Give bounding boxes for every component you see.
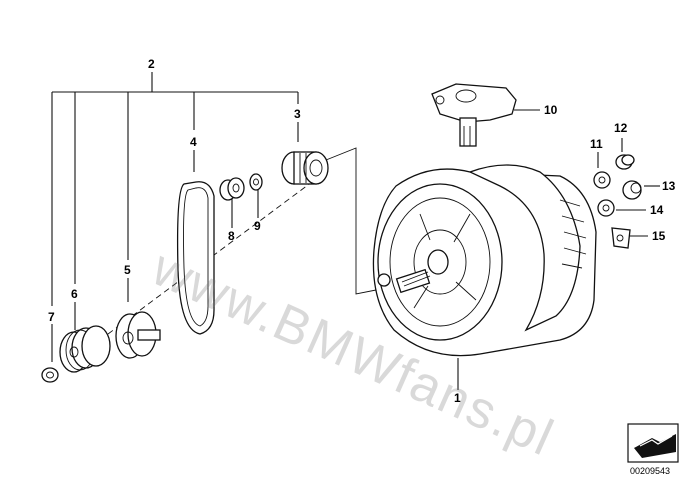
clip-15 <box>611 227 631 249</box>
cap-11 <box>593 171 611 189</box>
washer-9 <box>249 173 263 191</box>
cap-13 <box>622 180 642 200</box>
callout-13: 13 <box>662 179 676 193</box>
spacer-8 <box>219 177 245 201</box>
callout-15: 15 <box>652 229 666 243</box>
callout-2: 2 <box>148 57 155 71</box>
assembly-axis <box>99 175 321 341</box>
pulley-6 <box>59 325 111 373</box>
callout-6: 6 <box>71 287 78 301</box>
callout-7: 7 <box>48 310 55 324</box>
nut-14 <box>597 199 615 217</box>
alternator-1 <box>372 164 597 357</box>
callout-2-leader-group <box>51 72 299 306</box>
diagram-direction-icon <box>627 423 679 463</box>
cap-12 <box>615 154 635 170</box>
hub-5 <box>115 311 161 359</box>
callout-8: 8 <box>228 229 235 243</box>
sleeve-3 <box>281 151 329 185</box>
callout-1: 1 <box>454 391 461 405</box>
callout-14: 14 <box>650 203 664 217</box>
regulator-10 <box>431 83 517 147</box>
assembly-bracket <box>325 147 377 295</box>
nut-7 <box>41 367 59 383</box>
callout-3: 3 <box>294 107 301 121</box>
callout-10: 10 <box>544 103 558 117</box>
callout-4: 4 <box>190 135 197 149</box>
callout-9: 9 <box>254 219 261 233</box>
callout-12: 12 <box>614 121 628 135</box>
document-number: 00209543 <box>630 466 671 476</box>
callout-5: 5 <box>124 263 131 277</box>
callout-11: 11 <box>590 137 603 151</box>
